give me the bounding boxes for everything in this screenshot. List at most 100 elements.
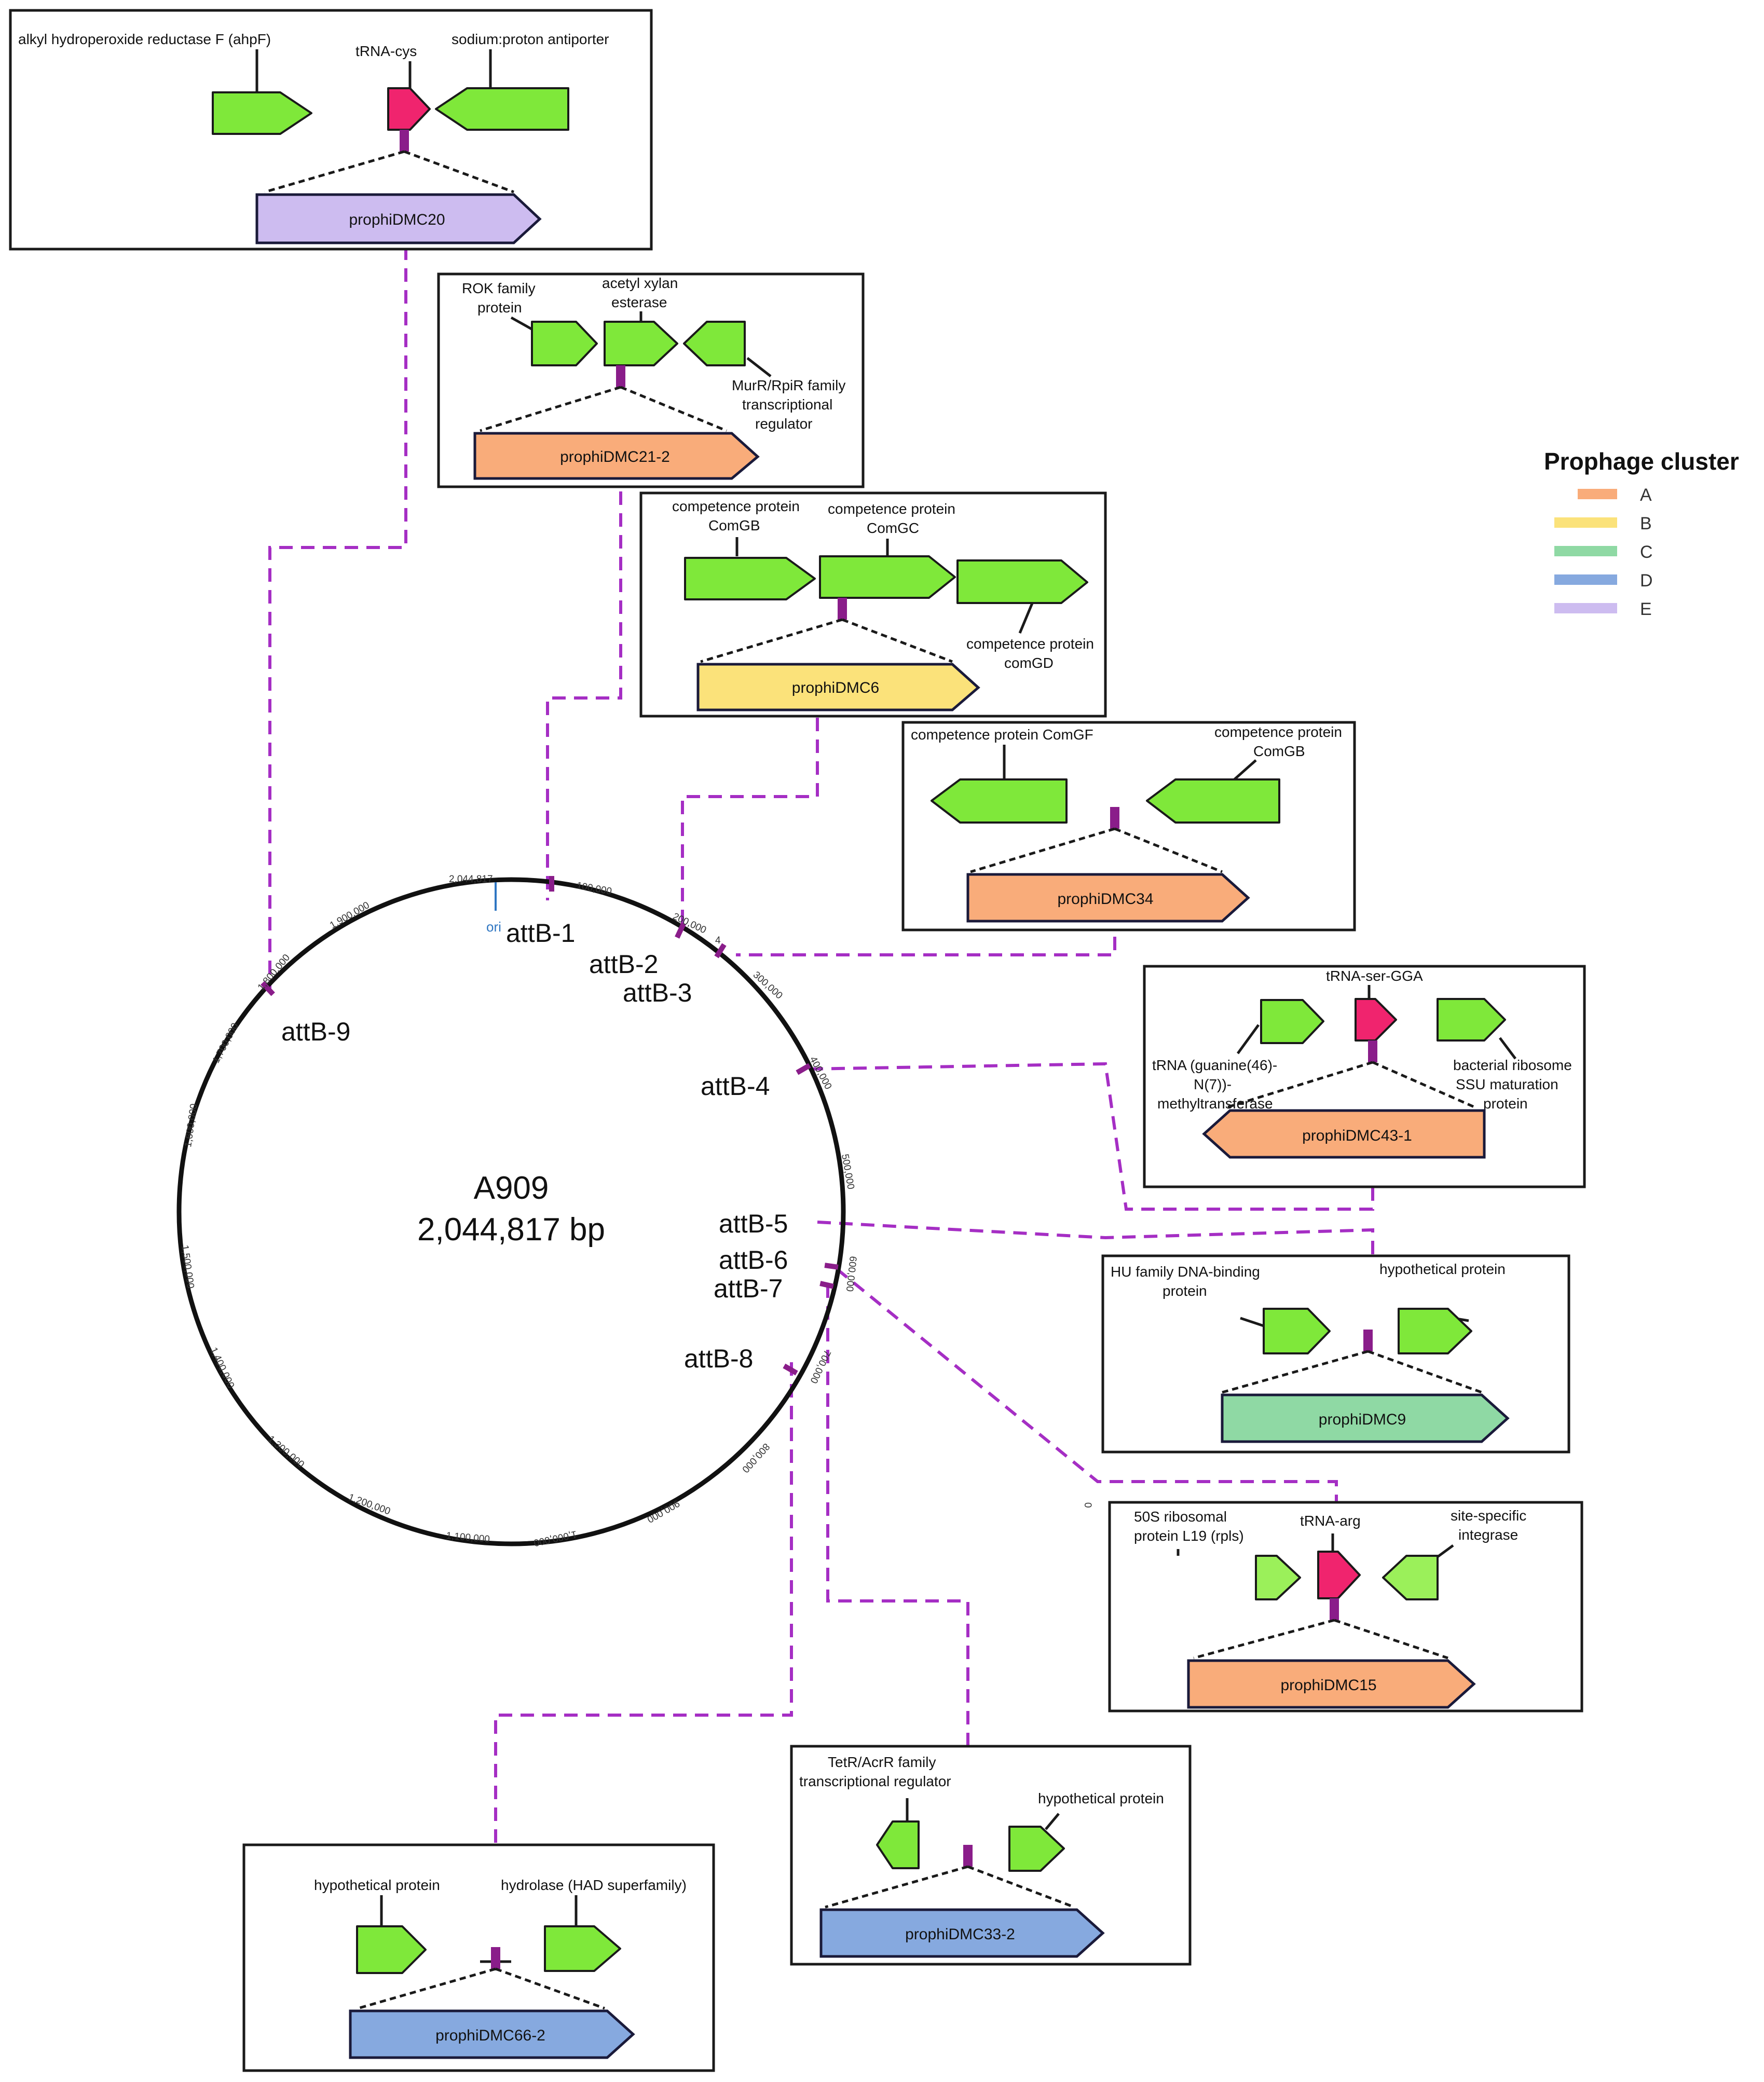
gene-label: comGD	[1004, 655, 1054, 671]
prophage-label: prophiDMC66-2	[435, 2027, 545, 2044]
gene-arrow	[931, 778, 1068, 824]
gene-label: protein	[1483, 1095, 1528, 1112]
gene-label: site-specific	[1451, 1508, 1526, 1524]
gene-label: tRNA-ser-GGA	[1326, 968, 1423, 984]
gene-label: ROK family	[462, 280, 536, 296]
gene-label: hypothetical protein	[314, 1877, 440, 1893]
gene-label: integrase	[1458, 1527, 1518, 1543]
trna-arrow	[387, 87, 431, 131]
prophage-arrow	[696, 663, 980, 711]
gene-arrow	[1146, 778, 1280, 824]
ori-label: ori	[486, 919, 501, 935]
att-marker	[1368, 1040, 1377, 1062]
tick-label: 0	[1082, 1502, 1093, 1508]
legend-swatch-e	[1554, 603, 1617, 613]
tick-label: 2,044,817	[449, 874, 493, 885]
panel-prophidmc20: alkyl hydroperoxide reductase F (ahpF) t…	[9, 9, 653, 251]
prophage-label: prophiDMC34	[1057, 891, 1153, 908]
gene-arrow	[956, 559, 1088, 604]
tick-label: 1,700,000	[211, 1021, 241, 1065]
insertion-cone	[480, 386, 727, 432]
attb-label: attB-3	[623, 978, 692, 1007]
panel-prophidmc9: HU family DNA-binding protein hypothetic…	[1101, 1254, 1570, 1454]
att-marker-2	[675, 922, 686, 939]
prophage-label: prophiDMC15	[1280, 1677, 1376, 1694]
gene-label: competence protein	[672, 498, 800, 514]
gene-arrow	[876, 1820, 920, 1869]
tick-label: 100,000	[576, 880, 612, 897]
gene-label: MurR/RpiR family	[732, 377, 845, 393]
gene-label: transcriptional regulator	[799, 1773, 951, 1789]
panel-prophidmc6: competence protein ComGB competence prot…	[639, 491, 1107, 718]
attb-label: attB-2	[589, 950, 658, 979]
gene-arrow	[683, 321, 746, 366]
insertion-cone	[825, 1865, 1075, 1909]
gene-arrow	[1255, 1555, 1301, 1600]
gene-label: regulator	[755, 416, 813, 432]
gene-arrow	[212, 91, 312, 135]
label-leader	[1045, 1813, 1060, 1830]
gene-label: hypothetical protein	[1038, 1790, 1164, 1806]
gene-label: hypothetical protein	[1379, 1261, 1506, 1277]
gene-arrow	[544, 1925, 621, 1972]
genome-size: 2,044,817 bp	[417, 1212, 605, 1248]
label-leader	[1018, 601, 1034, 634]
legend-label: C	[1640, 542, 1653, 562]
trna-arrow	[1355, 998, 1397, 1042]
tick-label: 4	[715, 935, 721, 946]
legend-label: E	[1640, 599, 1652, 619]
att-marker	[1110, 807, 1119, 829]
panel-prophidmc66-2: hypothetical protein hydrolase (HAD supe…	[242, 1843, 715, 2072]
label-leader	[1240, 1317, 1264, 1327]
attb-label: attB-8	[684, 1344, 753, 1373]
panel-prophidmc15: 50S ribosomal protein L19 (rpls) tRNA-ar…	[1108, 1501, 1583, 1713]
genome-map: ori 2,044,817 100,000 200,000 300,000 40…	[176, 874, 1093, 1548]
legend-label: B	[1640, 514, 1652, 533]
gene-label: acetyl xylan	[602, 275, 678, 291]
legend: Prophage cluster A B C D E	[1544, 448, 1739, 619]
gene-label: bacterial ribosome	[1453, 1057, 1572, 1073]
connector-dmc34	[736, 828, 1116, 956]
insertion-cone	[358, 1967, 605, 2010]
gene-label: transcriptional	[742, 396, 832, 413]
attb-label: attB-7	[714, 1274, 783, 1303]
prophage-arrow	[473, 432, 760, 480]
panel-prophidmc21-2: ROK family protein acetyl xylan esterase…	[437, 272, 865, 488]
gene-arrow	[356, 1925, 427, 1974]
gene-label: alkyl hydroperoxide reductase F (ahpF)	[18, 31, 271, 47]
gene-label: 50S ribosomal	[1134, 1509, 1227, 1525]
gene-label: protein	[477, 299, 522, 316]
prophage-arrow	[966, 873, 1250, 923]
att-marker	[1363, 1330, 1373, 1351]
att-marker-6	[824, 1263, 839, 1270]
att-marker	[963, 1845, 973, 1867]
gene-label: TetR/AcrR family	[828, 1754, 936, 1770]
att-marker-3	[714, 943, 727, 958]
gene-label: ComGC	[867, 520, 919, 536]
insertion-cone	[1224, 1061, 1478, 1110]
att-marker	[838, 598, 847, 620]
prophage-arrow	[1202, 1109, 1486, 1159]
genome-name: A909	[474, 1170, 549, 1206]
legend-swatch-c	[1554, 546, 1617, 556]
att-marker	[616, 365, 625, 387]
label-leader	[746, 357, 772, 377]
tick-label: 1,300,000	[266, 1434, 306, 1470]
gene-arrow	[1398, 1308, 1472, 1354]
label-leader	[1236, 1024, 1260, 1054]
tick-label: 1,100,000	[446, 1530, 490, 1545]
prophage-arrow	[349, 2009, 635, 2059]
prophage-arrow	[255, 193, 542, 244]
gene-label: SSU maturation	[1456, 1076, 1558, 1092]
att-marker-8	[783, 1363, 798, 1376]
gene-label: competence protein ComGF	[911, 727, 1093, 743]
prophage-label: prophiDMC21-2	[560, 448, 670, 465]
prophage-label: prophiDMC20	[349, 211, 445, 228]
gene-label: tRNA-arg	[1300, 1513, 1361, 1529]
prophage-label: prophiDMC43-1	[1302, 1127, 1412, 1144]
legend-swatch-d	[1554, 574, 1617, 585]
att-marker-4	[796, 1063, 811, 1075]
gene-label: competence protein	[1214, 724, 1342, 740]
attb-label: attB-4	[701, 1072, 770, 1101]
att-marker	[400, 130, 409, 152]
